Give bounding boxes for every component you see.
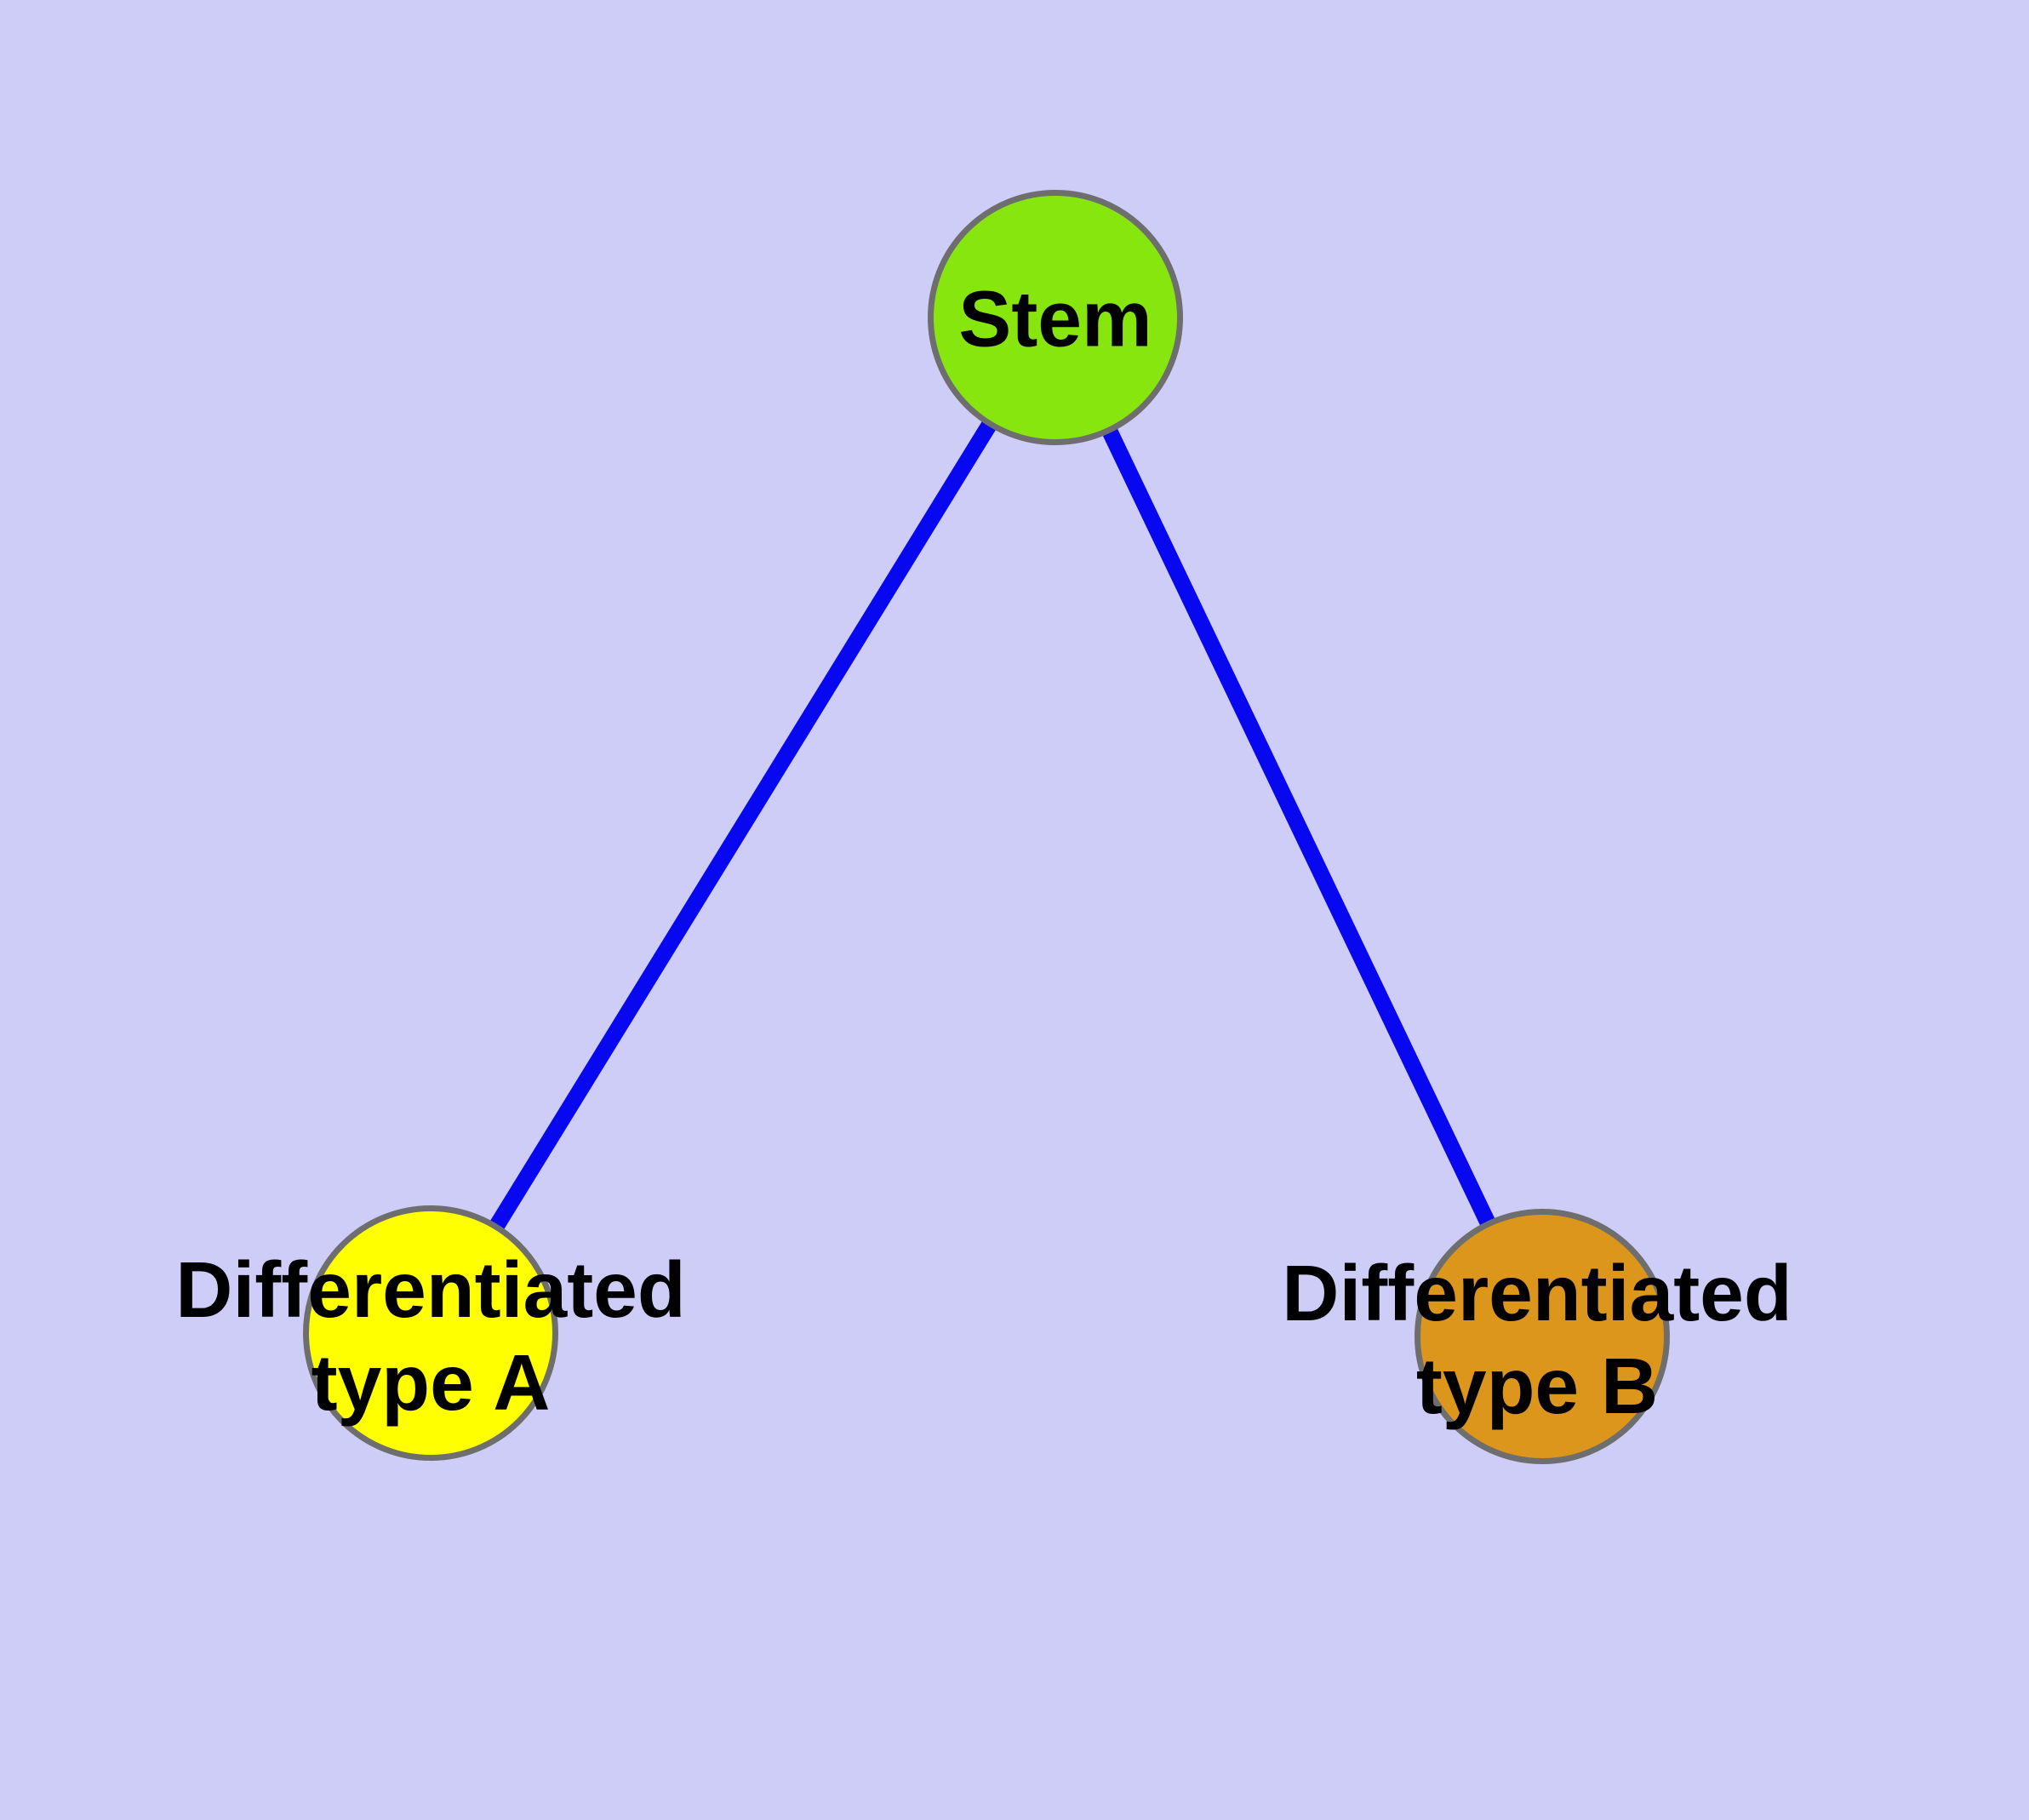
node-type-a-label: Differentiated type A (175, 1245, 686, 1427)
node-type-a[interactable] (303, 1205, 558, 1461)
node-type-b-label: Differentiated type B (1282, 1249, 1792, 1430)
edge-stem-to-type-b (1048, 313, 1550, 1341)
node-stem[interactable] (928, 190, 1183, 445)
node-stem-label: Stem (958, 274, 1152, 363)
edge-stem-to-type-a (423, 313, 1063, 1337)
node-type-b[interactable] (1415, 1209, 1670, 1464)
